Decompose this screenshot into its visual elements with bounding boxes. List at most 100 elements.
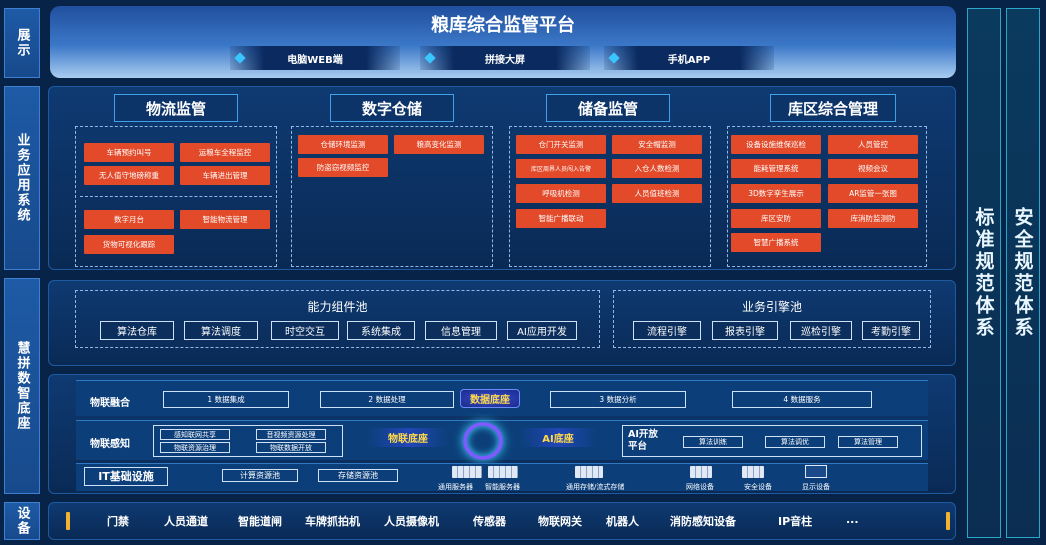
- app-duty-check[interactable]: 人员值班检测: [612, 184, 702, 203]
- device-iot-gateway: 物联网关: [538, 515, 582, 528]
- fusion-step-2[interactable]: 2 数据处理: [320, 391, 454, 408]
- sense-av-process[interactable]: 音视频资源处理: [256, 429, 326, 440]
- ai-manage[interactable]: 算法管理: [838, 436, 898, 448]
- section-logistics-title: 物流监管: [114, 94, 238, 122]
- app-vehicle-booking[interactable]: 车辆预约叫号: [84, 143, 174, 162]
- logistics-divider: [80, 196, 272, 197]
- device-robot: 机器人: [606, 515, 639, 528]
- iot-sense-label: 物联感知: [90, 439, 130, 450]
- app-truck-monitor[interactable]: 运粮车全程监控: [180, 143, 270, 162]
- tab-web-label: 电脑WEB端: [287, 54, 343, 66]
- tab-mobile-label: 手机APP: [667, 54, 711, 66]
- devices-panel: [48, 502, 956, 540]
- engine-attendance[interactable]: 考勤引擎: [862, 321, 920, 340]
- hw-smart-server: 智能服务器: [485, 483, 520, 491]
- page-title: 粮库综合监管平台: [431, 15, 575, 36]
- app-energy[interactable]: 能耗管理系统: [731, 159, 821, 178]
- app-fire-monitor[interactable]: 库消防监测防: [828, 209, 918, 228]
- pool-integration[interactable]: 系统集成: [347, 321, 415, 340]
- engine-report[interactable]: 报表引擎: [712, 321, 778, 340]
- section-area-title: 库区综合管理: [770, 94, 896, 122]
- tab-web[interactable]: 电脑WEB端: [230, 46, 400, 70]
- logistics-box: [75, 126, 277, 267]
- app-antitheft-video[interactable]: 防盗窃视频监控: [298, 158, 388, 177]
- ai-platform-label: AI开放平台: [628, 429, 658, 452]
- it-infra-label: IT基础设施: [84, 467, 168, 486]
- device-sensor: 传感器: [473, 515, 506, 528]
- sidebar-devices-label: 设备: [14, 506, 30, 536]
- device-passage: 人员通道: [164, 515, 208, 528]
- app-smart-logistics[interactable]: 智能物流管理: [180, 210, 270, 229]
- pool-algo-dispatch[interactable]: 算法调度: [184, 321, 258, 340]
- pool-algo-warehouse[interactable]: 算法仓库: [100, 321, 174, 340]
- it-compute-pool[interactable]: 计算资源池: [222, 469, 298, 482]
- sidebar-business-apps-label: 业务应用系统: [14, 133, 30, 223]
- pool-spatiotemporal[interactable]: 时空交互: [271, 321, 339, 340]
- app-door-monitor[interactable]: 仓门开关监测: [516, 135, 606, 154]
- app-entry-count[interactable]: 入仓人数检测: [612, 159, 702, 178]
- app-video-meeting[interactable]: 视频会议: [828, 159, 918, 178]
- sidebar-business-apps: 业务应用系统: [4, 86, 40, 270]
- network-icon: [690, 466, 712, 478]
- device-person-camera: 人员摄像机: [384, 515, 439, 528]
- app-equipment-maint[interactable]: 设备设施维保巡检: [731, 135, 821, 154]
- engine-pool-box: [613, 290, 931, 348]
- app-cargo-tracking[interactable]: 货物可视化跟踪: [84, 235, 174, 254]
- sense-share[interactable]: 感知联网共享: [160, 429, 230, 440]
- ornament-left-icon: [66, 512, 70, 530]
- device-more: ...: [846, 513, 859, 526]
- engine-inspection[interactable]: 巡检引擎: [790, 321, 852, 340]
- iot-base-label: 物联底座: [368, 428, 448, 447]
- app-ar-map[interactable]: AR监管一张图: [828, 184, 918, 203]
- app-smart-broadcast[interactable]: 智慧广播系统: [731, 233, 821, 252]
- sidebar-base-label: 慧拼数智底座: [14, 341, 30, 431]
- app-env-monitor[interactable]: 仓储环境监测: [298, 135, 388, 154]
- app-digital-twin[interactable]: 3D数字孪生展示: [731, 184, 821, 203]
- app-respirator[interactable]: 呼吸机检测: [516, 184, 606, 203]
- diamond-icon: [234, 52, 246, 64]
- pool-ai-dev[interactable]: AI应用开发: [507, 321, 577, 340]
- hw-security: 安全设备: [744, 483, 772, 491]
- app-staff-control[interactable]: 人员管控: [828, 135, 918, 154]
- app-perimeter-alarm[interactable]: 库区周界人员闯入告警: [516, 159, 606, 178]
- ai-train[interactable]: 算法训练: [683, 436, 743, 448]
- ai-server-icon: [488, 466, 518, 478]
- fusion-step-3[interactable]: 3 数据分析: [550, 391, 686, 408]
- security-label: 安全规范体系: [1011, 207, 1034, 339]
- engine-pool-title: 业务引擎池: [741, 300, 802, 314]
- ai-tune[interactable]: 算法调优: [765, 436, 825, 448]
- ai-platform-box: [622, 425, 922, 457]
- sidebar-display-label: 展示: [14, 28, 30, 58]
- hw-storage: 通用存储/流式存储: [566, 483, 625, 491]
- ring-logo-icon: [463, 422, 503, 460]
- app-digital-platform[interactable]: 数字月台: [84, 210, 174, 229]
- device-barrier: 智能道闸: [238, 515, 282, 528]
- hw-general-server: 通用服务器: [438, 483, 473, 491]
- app-unmanned-scale[interactable]: 无人值守地磅称重: [84, 166, 174, 185]
- sense-data-open[interactable]: 物联数据开放: [256, 442, 326, 453]
- tab-mobile[interactable]: 手机APP: [604, 46, 774, 70]
- app-helmet-monitor[interactable]: 安全帽监测: [612, 135, 702, 154]
- app-broadcast-link[interactable]: 智能广播联动: [516, 209, 606, 228]
- fusion-step-1[interactable]: 1 数据集成: [163, 391, 289, 408]
- engine-process[interactable]: 流程引擎: [633, 321, 701, 340]
- app-vehicle-access[interactable]: 车辆进出管理: [180, 166, 270, 185]
- ai-base-label: AI底座: [520, 428, 596, 447]
- fusion-step-4[interactable]: 4 数据服务: [732, 391, 872, 408]
- standards-label: 标准规范体系: [972, 207, 995, 339]
- server-icon: [452, 466, 482, 478]
- app-area-security[interactable]: 库区安防: [731, 209, 821, 228]
- app-grain-height[interactable]: 粮高变化监测: [394, 135, 484, 154]
- it-storage-pool[interactable]: 存储资源池: [318, 469, 398, 482]
- component-pool-title: 能力组件池: [307, 300, 368, 314]
- display-icon: [805, 465, 827, 478]
- tab-bigscreen-label: 拼接大屏: [485, 54, 525, 66]
- sidebar-base: 慧拼数智底座: [4, 278, 40, 494]
- pool-info-mgmt[interactable]: 信息管理: [425, 321, 497, 340]
- sense-box: [153, 425, 343, 457]
- sense-governance[interactable]: 物联资源治理: [160, 442, 230, 453]
- sidebar-display: 展示: [4, 8, 40, 78]
- tab-bigscreen[interactable]: 拼接大屏: [420, 46, 590, 70]
- hw-display: 显示设备: [802, 483, 830, 491]
- device-plate-camera: 车牌抓拍机: [305, 515, 360, 528]
